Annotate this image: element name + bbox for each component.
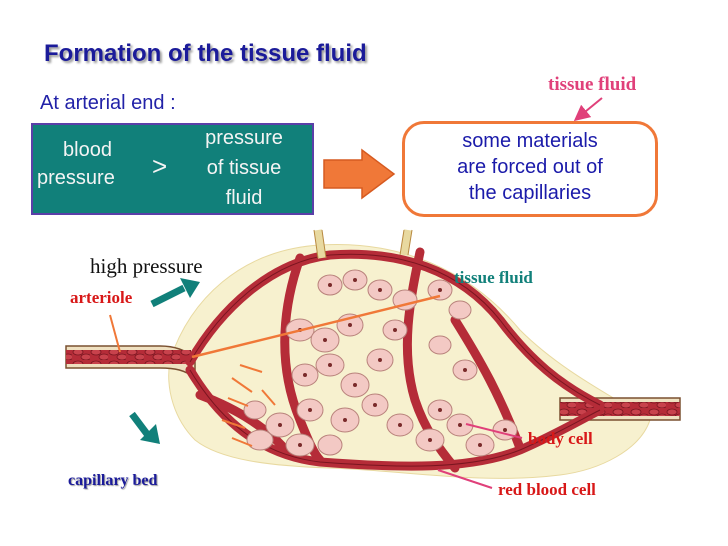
result-line-1: some materials [462, 130, 598, 152]
capillary-bed-label: capillary bed [68, 472, 158, 489]
pressure-text: pressure [37, 167, 115, 189]
fluid-text: fluid [225, 187, 263, 209]
body-cell-label: body cell [528, 429, 593, 448]
tissue-fluid-leader [191, 294, 441, 359]
right-arrow-icon [323, 148, 396, 200]
pressure-text-2: pressure [205, 127, 283, 149]
arteriole-label: arteriole [70, 288, 133, 307]
red-blood-cell-label: red blood cell [498, 480, 596, 499]
small-vessels [314, 229, 412, 259]
fluid-movement-arrows [221, 364, 276, 447]
of-tissue-text: of tissue [206, 157, 282, 179]
tissue-fluid-label: tissue fluid [454, 268, 533, 287]
capillary-outline [189, 253, 601, 467]
high-pressure-label: high pressure [90, 254, 203, 278]
capillary-bed-arrow-icon [129, 411, 160, 444]
result-box: some materials are forced out of the cap… [402, 121, 658, 217]
subtitle: At arterial end : [40, 92, 176, 114]
result-line-3: the capillaries [468, 182, 592, 204]
result-line-2: are forced out of [457, 156, 603, 178]
pressure-comparison-box: blood pressure > pressure of tissue flui… [31, 123, 314, 215]
tissue-fluid-label-top: tissue fluid [548, 74, 637, 95]
top-tissue-fluid-arrow [573, 97, 603, 122]
blood-text: blood [63, 139, 112, 161]
arteriole-leader [109, 314, 121, 353]
arteriole-blood [66, 350, 191, 364]
venule-blood [560, 402, 680, 416]
greater-than-sign: > [152, 151, 168, 181]
rbc-leader [437, 469, 493, 489]
high-pressure-arrow-icon [150, 278, 200, 308]
page-title: Formation of the tissue fluid [44, 40, 367, 67]
body-cell-leader [465, 423, 523, 439]
